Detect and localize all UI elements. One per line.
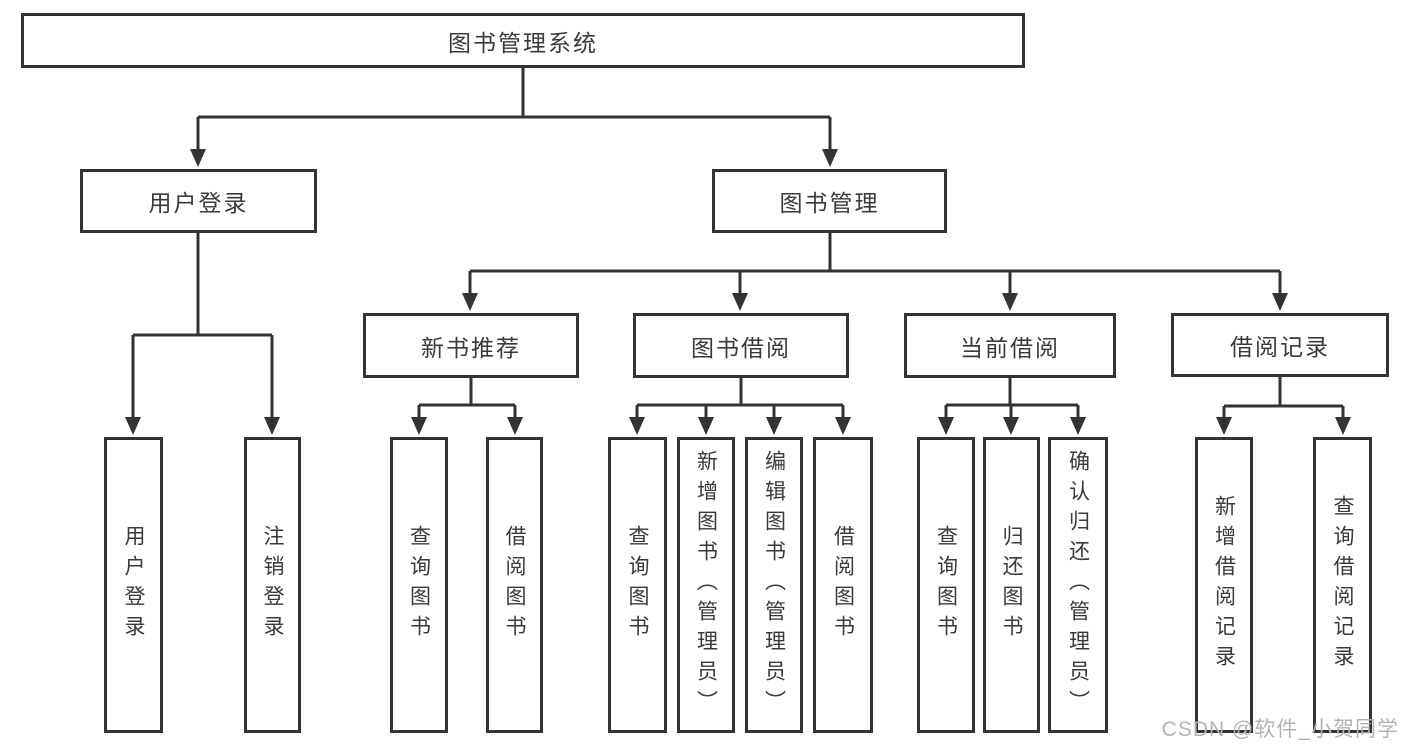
leaf-current-query-books-label: 查询图书 (934, 525, 958, 645)
node-borrow-record-label: 借阅记录 (1230, 334, 1330, 360)
leaf-borrow-borrow-books: 借阅图书 (813, 437, 873, 733)
node-book-borrow: 图书借阅 (633, 313, 849, 378)
leaf-current-query-books: 查询图书 (917, 437, 975, 733)
leaf-current-confirm-return-admin: 确认归还（管理员） (1048, 437, 1108, 733)
leaf-current-confirm-return-admin-label: 确认归还（管理员） (1066, 450, 1090, 720)
node-current-borrow-label: 当前借阅 (960, 334, 1060, 361)
leaf-record-add-borrow-record: 新增借阅记录 (1195, 437, 1253, 733)
leaf-borrow-query-books: 查询图书 (608, 437, 667, 733)
leaf-recommend-query-books: 查询图书 (390, 437, 448, 733)
node-new-book-recommend-label: 新书推荐 (421, 334, 521, 361)
leaf-record-add-borrow-record-label: 新增借阅记录 (1212, 495, 1236, 675)
leaf-borrow-query-books-label: 查询图书 (626, 525, 649, 645)
node-user-login: 用户登录 (80, 169, 317, 233)
leaf-logout: 注销登录 (244, 437, 301, 733)
leaf-user-login-label: 用户登录 (122, 525, 145, 645)
node-borrow-record: 借阅记录 (1171, 313, 1389, 377)
leaf-record-query-borrow-record-label: 查询借阅记录 (1331, 495, 1354, 675)
leaf-current-return-books-label: 归还图书 (1000, 525, 1023, 645)
leaf-current-return-books: 归还图书 (983, 437, 1040, 733)
leaf-borrow-borrow-books-label: 借阅图书 (831, 525, 855, 645)
leaf-recommend-borrow-books-label: 借阅图书 (503, 525, 526, 645)
leaf-recommend-query-books-label: 查询图书 (407, 525, 431, 645)
node-book-management: 图书管理 (712, 169, 947, 233)
csdn-watermark: CSDN @软件_小贺同学 (1161, 718, 1399, 741)
node-user-login-label: 用户登录 (148, 190, 249, 216)
leaf-borrow-add-books-admin-label: 新增图书（管理员） (694, 450, 718, 720)
node-root: 图书管理系统 (21, 13, 1025, 68)
leaf-user-login: 用户登录 (104, 437, 163, 733)
node-current-borrow: 当前借阅 (904, 313, 1116, 378)
leaf-borrow-edit-books-admin-label: 编辑图书（管理员） (762, 450, 786, 720)
leaf-borrow-add-books-admin: 新增图书（管理员） (677, 437, 735, 733)
node-book-management-label: 图书管理 (779, 190, 880, 216)
node-new-book-recommend: 新书推荐 (363, 313, 579, 378)
node-book-borrow-label: 图书借阅 (691, 334, 791, 361)
arrowheads (125, 149, 1351, 435)
leaf-borrow-edit-books-admin: 编辑图书（管理员） (745, 437, 803, 733)
node-root-label: 图书管理系统 (448, 29, 598, 56)
leaf-recommend-borrow-books: 借阅图书 (486, 437, 543, 733)
leaf-logout-label: 注销登录 (261, 525, 284, 645)
leaf-record-query-borrow-record: 查询借阅记录 (1313, 437, 1372, 733)
